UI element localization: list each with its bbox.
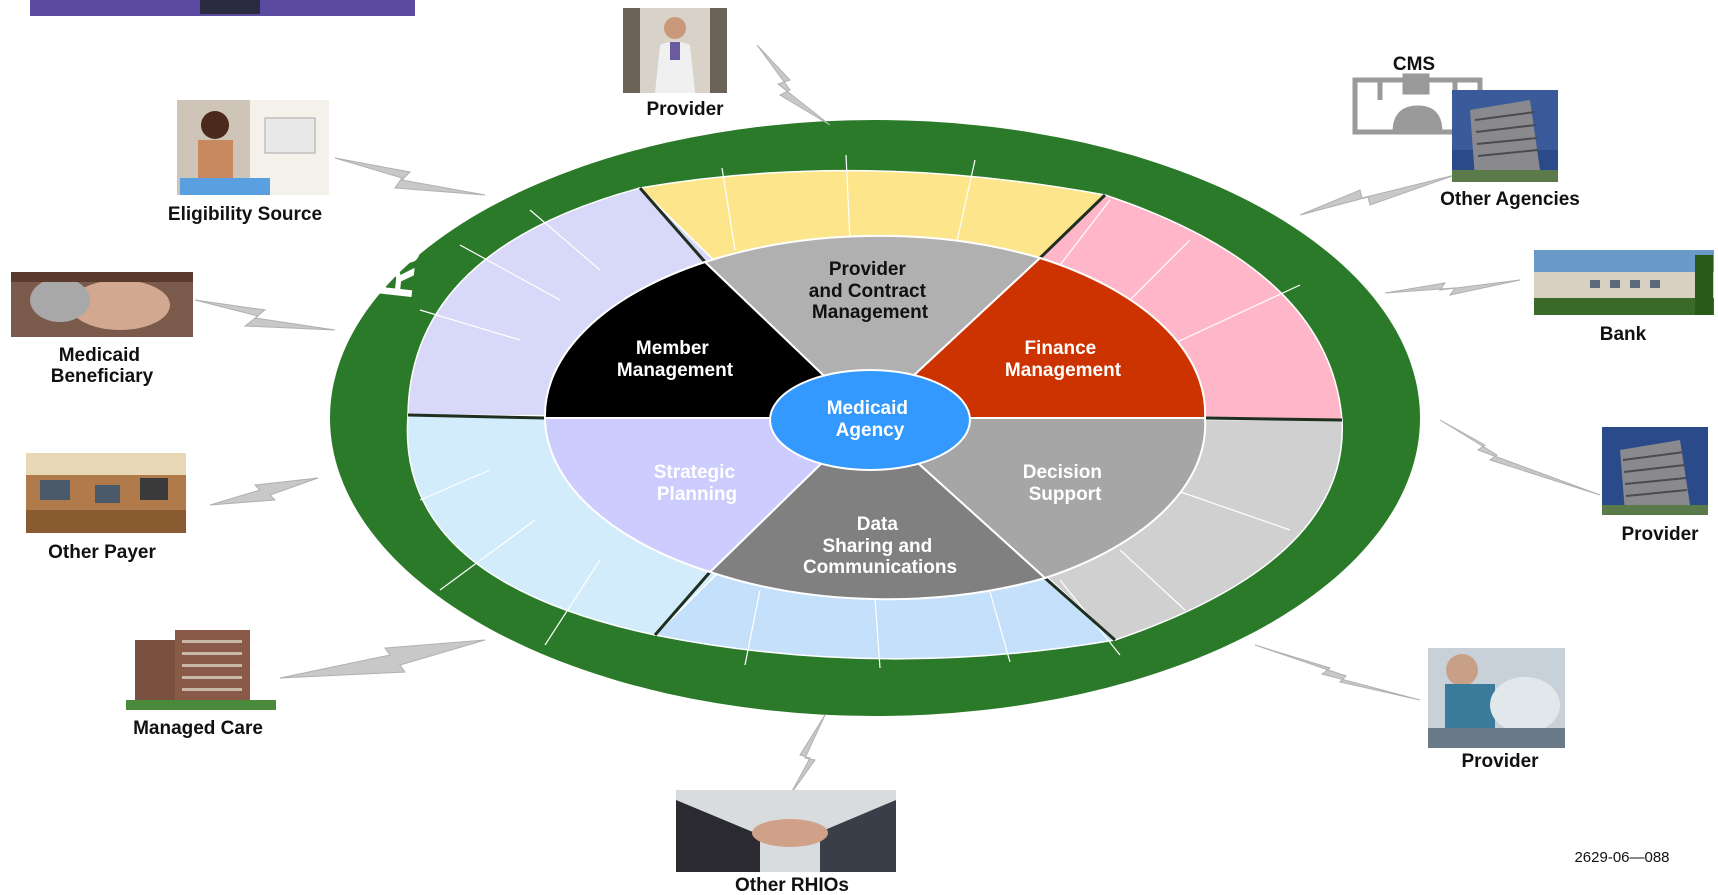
- bank-label: Bank: [1600, 324, 1647, 345]
- other-rhios-photo: [676, 790, 896, 872]
- other-agencies-label: Other Agencies: [1440, 189, 1580, 210]
- lightning-other-payer: [209, 477, 319, 506]
- bank-photo: [1534, 250, 1714, 315]
- eligibility-source-label: Eligibility Source: [168, 204, 322, 225]
- decision-label: Decision Support: [1023, 462, 1107, 505]
- other-agencies-photo: [1452, 90, 1558, 182]
- sector-dividers: [419, 154, 1301, 669]
- provider-right-photo: [1602, 427, 1708, 515]
- strategic-label: Strategic Planning: [654, 462, 741, 505]
- provider-top-photo: [623, 8, 727, 93]
- medicaid-beneficiary-photo: [11, 272, 193, 337]
- center-label: Medicaid Agency: [827, 398, 914, 441]
- finance-label: Finance Management: [1005, 338, 1122, 381]
- segment-member: [543, 260, 871, 419]
- other-payer-label: Other Payer: [48, 542, 156, 563]
- provider-bottom-right-label: Provider: [1461, 751, 1539, 772]
- cms-label: CMS: [1393, 54, 1435, 75]
- center-node: [769, 369, 971, 471]
- lightning-bank: [1384, 279, 1521, 296]
- managed-care-label: Managed Care: [133, 718, 263, 739]
- segment-data-sharing: [708, 416, 1048, 601]
- eligibility-source-photo: [177, 100, 329, 195]
- other-rhios-label: Other RHIOs: [735, 875, 849, 895]
- managed-care-photo: [126, 625, 276, 710]
- segment-provider-contract: [703, 234, 1042, 420]
- provider-bottom-right-photo: [1428, 648, 1565, 748]
- member-label: Member Management: [617, 338, 734, 381]
- lightning-managed-care: [279, 639, 486, 679]
- lightning-rhios: [789, 714, 826, 796]
- lightning-other-agencies: [1299, 174, 1456, 216]
- segment-labels: Provider and Contract Management Finance…: [617, 259, 1122, 578]
- medicaid-beneficiary-label: Medicaid Beneficiary: [51, 345, 154, 387]
- segment-strategic: [543, 417, 871, 574]
- provider-top-label: Provider: [646, 99, 724, 120]
- segment-finance: [865, 256, 1207, 419]
- lightning-beneficiary: [194, 299, 336, 331]
- data-sharing-label: Data Sharing and Communications: [803, 514, 957, 578]
- provider-contract-label: Provider and Contract Management: [809, 259, 931, 323]
- top-left-photo: [30, 0, 415, 16]
- lightning-provider-right: [1439, 419, 1601, 496]
- lightning-eligibility: [334, 157, 486, 196]
- other-payer-photo: [26, 453, 186, 533]
- lightning-provider-top: [756, 44, 831, 126]
- segment-decision: [865, 417, 1207, 580]
- provider-right-label: Provider: [1621, 524, 1699, 545]
- figure-id: 2629-06—088: [1574, 849, 1669, 866]
- sector-boundaries: [407, 187, 1343, 642]
- connectors: [194, 44, 1601, 796]
- lightning-provider-bottom-right: [1254, 644, 1421, 701]
- inner-wheel: [543, 234, 1207, 601]
